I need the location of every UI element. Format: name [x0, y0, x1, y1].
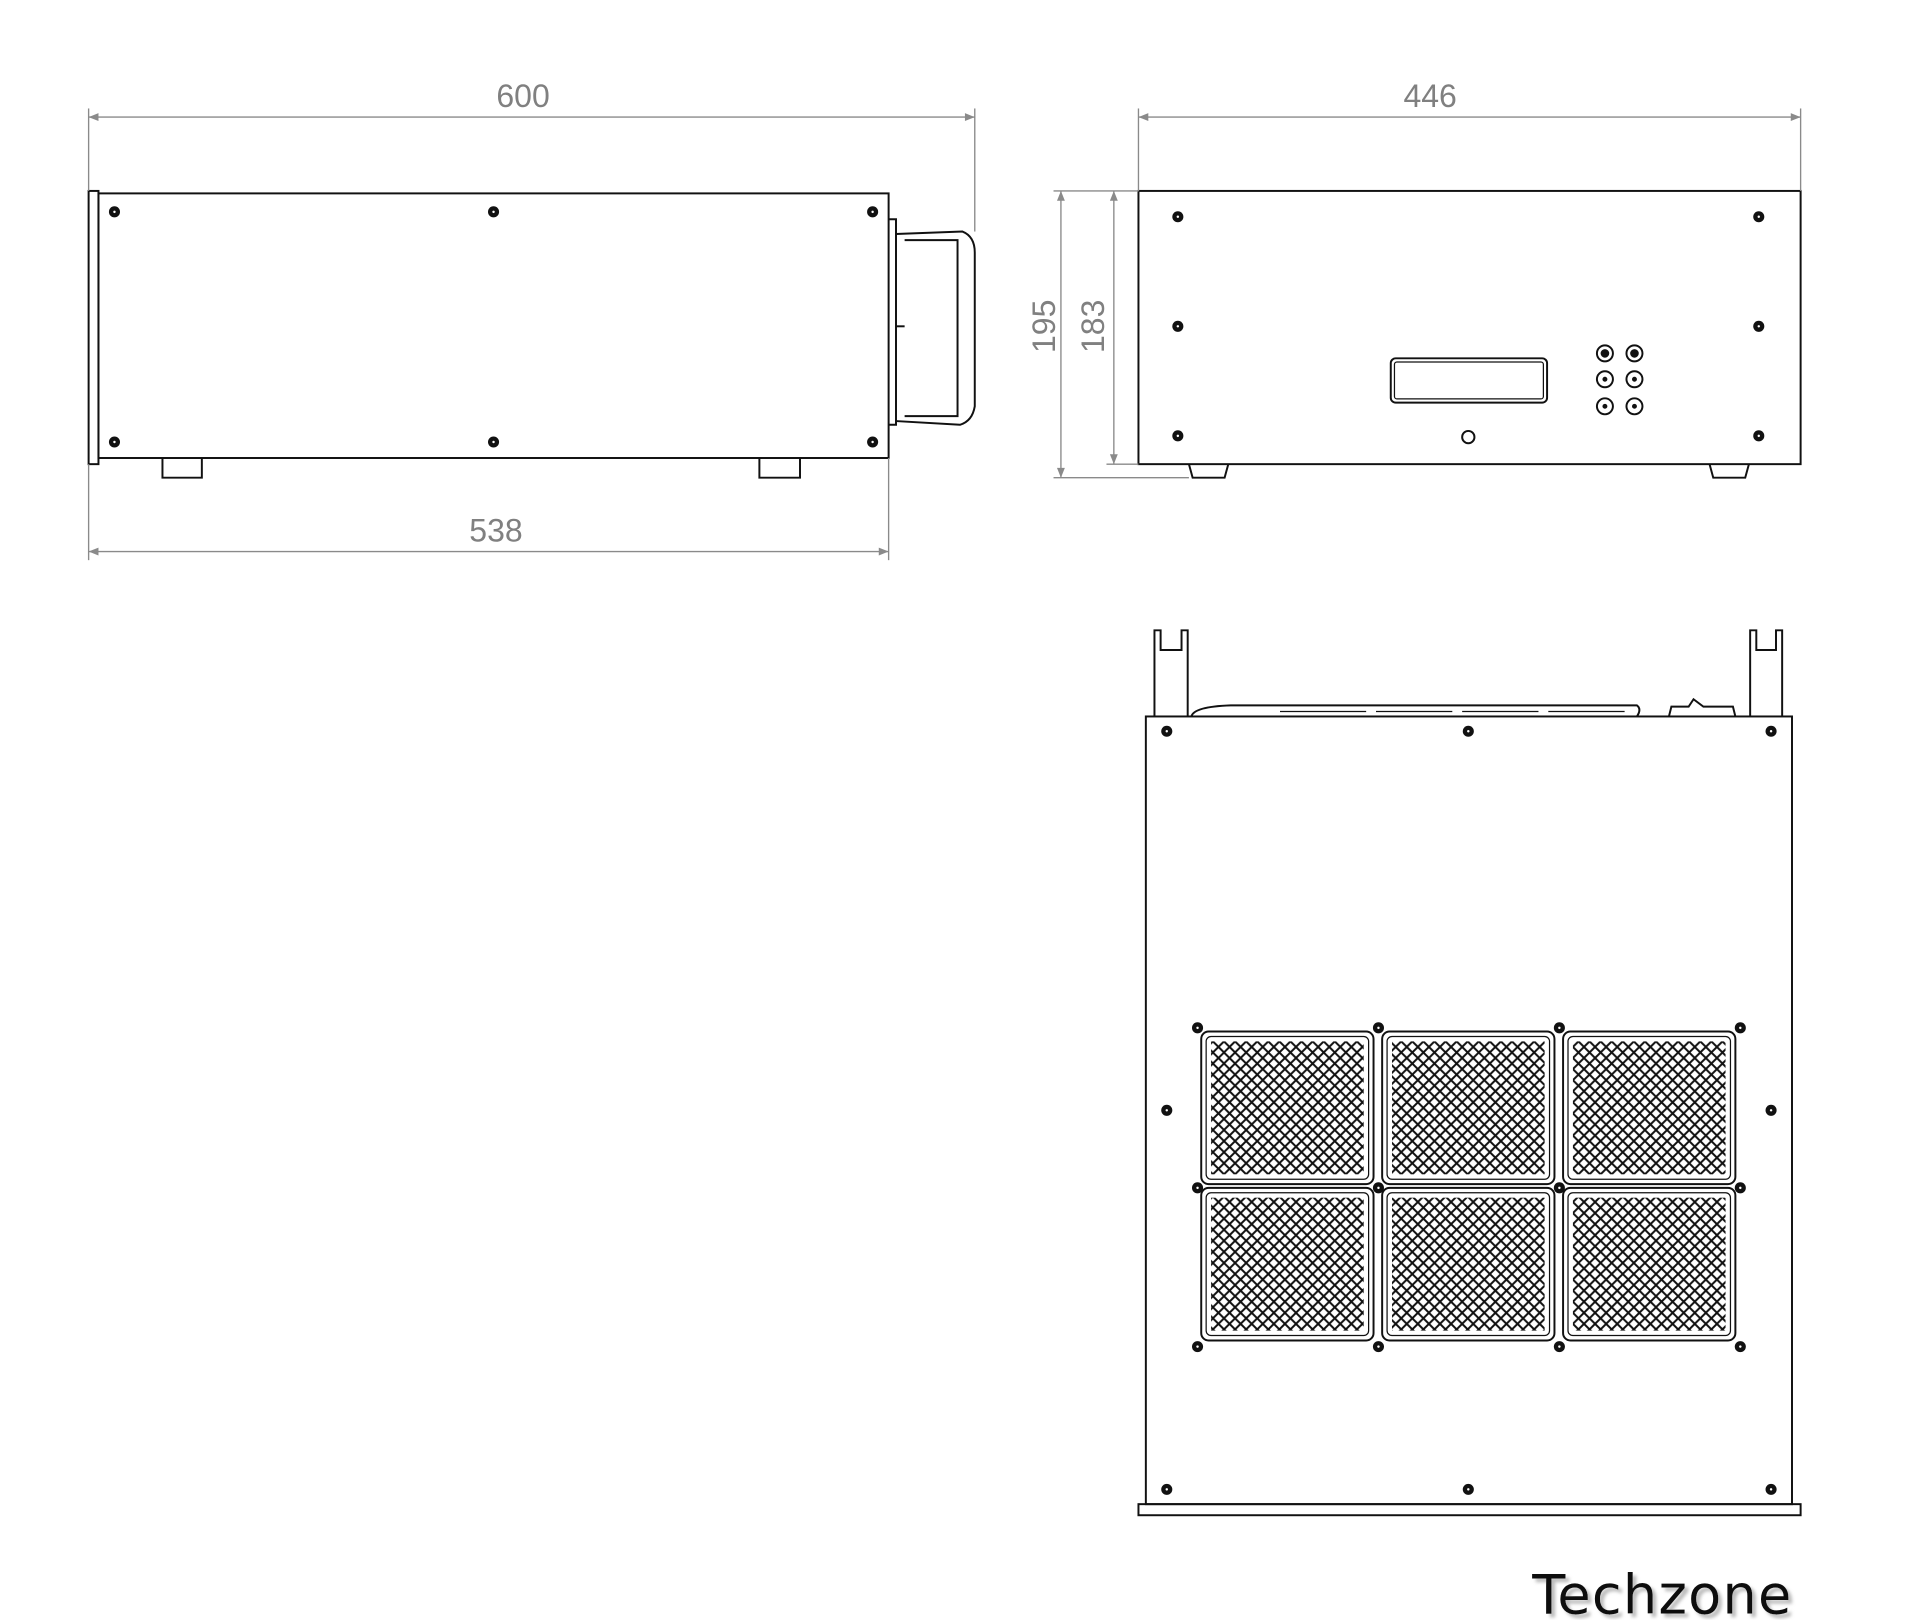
screw-icon [1734, 1182, 1746, 1194]
screw-icon [1753, 430, 1765, 442]
screw-icon [1372, 1182, 1384, 1194]
top-view [1137, 629, 1802, 1517]
rack-handle-left [1153, 629, 1189, 717]
fan-grill [1200, 1186, 1375, 1342]
screw-icon [1172, 211, 1184, 223]
fan-grill [1200, 1030, 1375, 1186]
front-screws [1172, 211, 1765, 442]
screw-icon [1553, 1341, 1565, 1353]
screw-icon [1462, 1483, 1474, 1495]
screw-icon [1734, 1022, 1746, 1034]
screw-icon [1192, 1182, 1204, 1194]
screw-icon [1161, 725, 1173, 737]
rear-fans-edge [1190, 697, 1737, 718]
side-body [97, 192, 890, 459]
screw-icon [1553, 1182, 1565, 1194]
screw-icon [1753, 320, 1765, 332]
dimension-538: 538 [87, 458, 890, 561]
screw-icon [1553, 1022, 1565, 1034]
dimension-183: 183 [1075, 190, 1139, 465]
fan-grill [1381, 1186, 1556, 1342]
control-knob[interactable] [1595, 344, 1614, 363]
screw-icon [867, 206, 879, 218]
screw-icon [1161, 1104, 1173, 1116]
logo-text: Techzone [1531, 1564, 1792, 1620]
control-knob[interactable] [1625, 397, 1644, 416]
screw-icon [108, 436, 120, 448]
power-indicator [1461, 429, 1476, 445]
front-view [1137, 189, 1802, 479]
control-knobs [1595, 344, 1644, 416]
screw-icon [1734, 1341, 1746, 1353]
control-knob[interactable] [1595, 397, 1614, 416]
screw-icon [488, 436, 500, 448]
dimension-600: 600 [87, 78, 976, 232]
dimension-195: 195 [1026, 190, 1189, 479]
fan-grill [1562, 1030, 1737, 1186]
side-foot [161, 458, 203, 479]
top-screws [1161, 725, 1777, 1495]
fan-grills [1200, 1030, 1737, 1342]
screw-icon [1172, 320, 1184, 332]
screw-icon [1161, 1483, 1173, 1495]
dimension-label: 195 [1026, 300, 1062, 353]
screw-icon [1462, 725, 1474, 737]
dimension-label: 446 [1403, 78, 1456, 114]
side-front-lip [87, 189, 100, 466]
lcd-display [1389, 357, 1549, 404]
screw-icon [1753, 211, 1765, 223]
screw-icon [1192, 1341, 1204, 1353]
control-knob[interactable] [1625, 370, 1644, 389]
fan-grill [1562, 1186, 1737, 1342]
control-knob[interactable] [1595, 370, 1614, 389]
screw-icon [488, 206, 500, 218]
front-foot [1708, 463, 1750, 479]
screw-icon [1765, 1483, 1777, 1495]
dimension-446: 446 [1137, 78, 1802, 191]
fan-grill [1381, 1030, 1556, 1186]
screw-icon [1372, 1022, 1384, 1034]
screw-icon [108, 206, 120, 218]
screw-icon [1765, 1104, 1777, 1116]
screw-icon [1172, 430, 1184, 442]
dimension-label: 183 [1075, 300, 1111, 353]
dimension-label: 538 [469, 513, 522, 549]
side-screws [108, 206, 879, 448]
techzone-logo: Techzone [1531, 1564, 1792, 1620]
screw-icon [867, 436, 879, 448]
rack-handle-right [1749, 629, 1784, 717]
side-fan-housing [888, 218, 976, 426]
dimension-label: 600 [496, 78, 549, 114]
screw-icon [1372, 1341, 1384, 1353]
side-view [87, 189, 976, 479]
screw-icon [1192, 1022, 1204, 1034]
side-foot [758, 458, 801, 479]
screw-icon [1765, 725, 1777, 737]
top-front-plate [1137, 1503, 1802, 1517]
control-knob[interactable] [1625, 344, 1644, 363]
front-panel [1137, 189, 1802, 466]
front-foot [1187, 463, 1230, 479]
